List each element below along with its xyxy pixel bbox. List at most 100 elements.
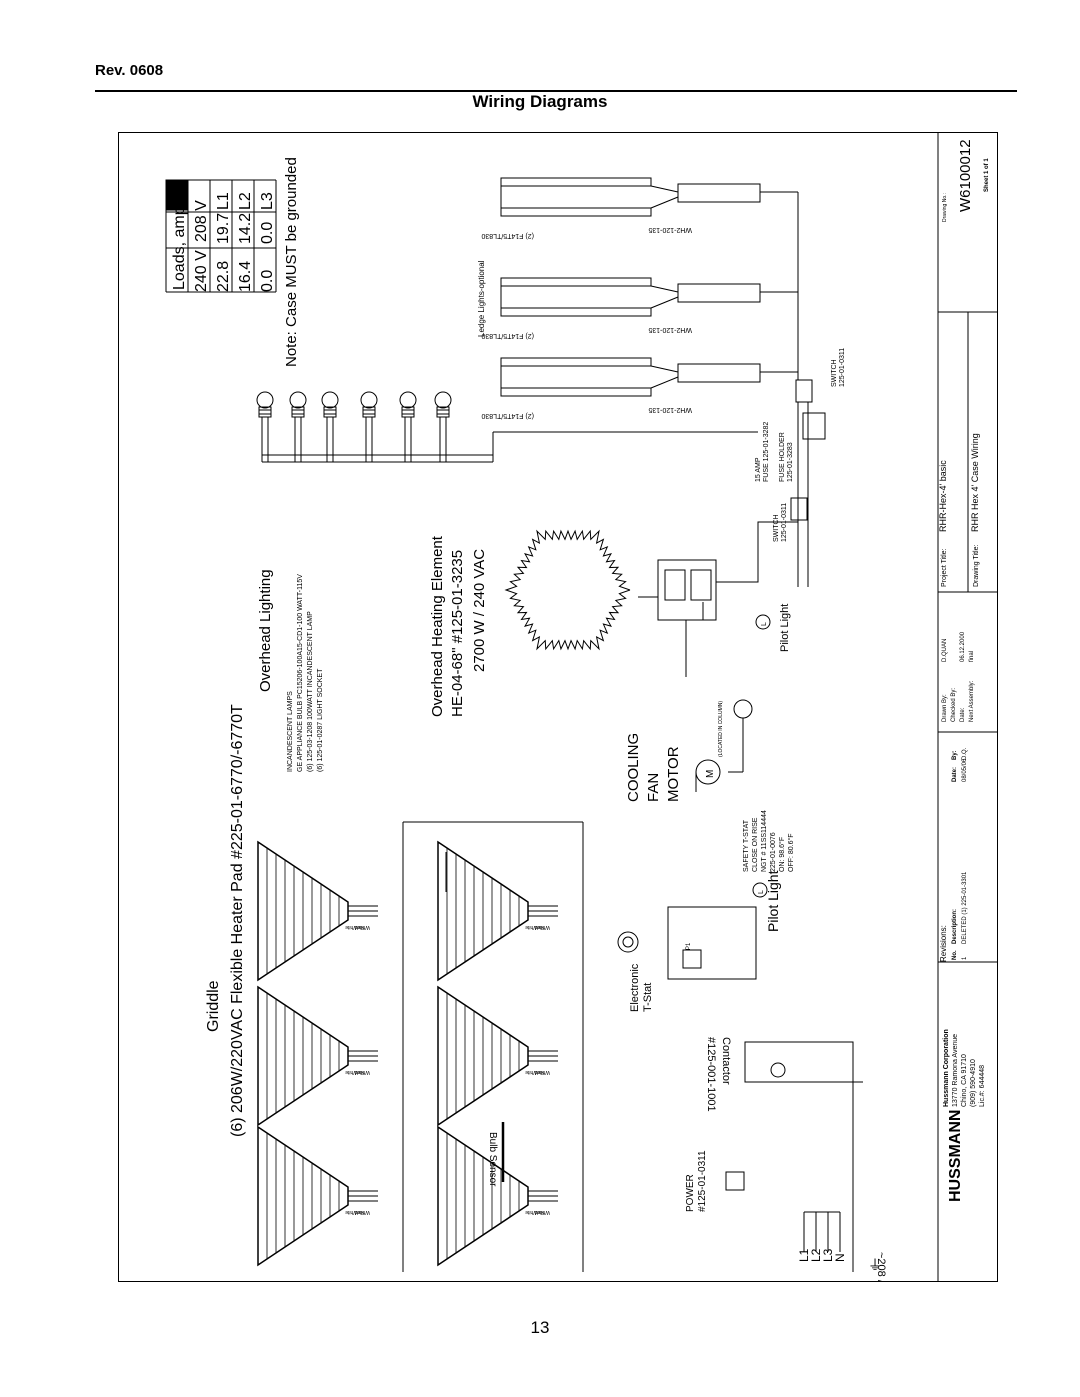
overhead-lighting-note: INCANDESCENT LAMPS — [287, 691, 294, 772]
light-bulb — [321, 391, 339, 462]
light-bulb — [399, 391, 417, 462]
cooling-fan-note: (LOCATED IN COLUMN) — [718, 701, 724, 757]
wire-color-label: White — [357, 924, 370, 930]
loads-row-label: L2 — [237, 192, 254, 210]
power-label: POWER — [685, 1174, 696, 1212]
wire-color-label: Red — [355, 924, 364, 930]
company-address: 13770 Ramona Avenue — [952, 1034, 959, 1107]
tstat-relay — [682, 949, 702, 969]
safety-stat-label: ON: 98.6°F — [778, 837, 786, 872]
page-number: 13 — [530, 1318, 550, 1337]
pilot-light-symbol — [755, 614, 771, 630]
light-bulb — [434, 391, 452, 462]
loads-value-240: 0.0 — [259, 270, 276, 292]
ground-note: Note: Case MUST be grounded — [283, 157, 300, 367]
tstat-label: Electronic — [629, 963, 641, 1012]
revision-column: Date: — [952, 767, 958, 782]
wire-color-label: Red — [355, 1069, 364, 1075]
loads-col-208: 208 V — [193, 200, 210, 242]
wire-color-label: White — [345, 1069, 358, 1075]
safety-stat-label: CLOSE ON RISE — [752, 817, 759, 872]
company-address: Chino, CA 91710 — [961, 1054, 968, 1107]
safety-stat-label: OFF: 80.6°F — [787, 833, 795, 872]
drawing-number-label: Drawing No.: — [942, 193, 948, 222]
cooling-fan-label: COOLING — [625, 733, 642, 802]
safety-stat-label: 225-01-0076 — [770, 832, 777, 872]
safety-stat-label: SAFETY T-STAT — [743, 819, 750, 872]
revision-entry: 1 — [962, 956, 968, 960]
light-bulb — [360, 391, 378, 462]
loads-header-block — [165, 179, 189, 211]
bulb-sensor-label: Bulb Sensor — [487, 1132, 498, 1187]
drawn-label: Drawn By: — [942, 694, 948, 722]
tstat-knob-center — [622, 936, 634, 948]
light-bulb — [289, 391, 307, 462]
revision-entry: 08/05/06 — [962, 758, 968, 782]
project-title: RHR-Hex-4' basic — [938, 460, 948, 532]
drawn-label: Date: — [960, 707, 966, 722]
wire-color-label: Red — [535, 1069, 544, 1075]
drawn-label: Checked By: — [951, 688, 957, 722]
overhead-lighting-note: GE APPLIANCE BULB PC15206-100A15-CD1-100… — [297, 574, 304, 772]
supply-line-label: L2 — [809, 1248, 823, 1262]
company-address: Hussmann Corporation — [943, 1029, 950, 1107]
drawn-value: final — [969, 651, 975, 662]
contactor-box — [744, 1041, 854, 1083]
ledge-light-fixture — [500, 177, 798, 217]
revisions-heading: Revisions: — [939, 925, 948, 962]
switch-symbol — [790, 497, 808, 521]
ground-symbol: ⏚ — [868, 1257, 882, 1273]
ledge-lights-title: Ledge Lights-optional — [477, 260, 486, 337]
wire-color-label: White — [345, 924, 358, 930]
heating-element-rating: 2700 W / 240 VAC — [471, 549, 488, 672]
drawn-value: D.QUAN — [942, 639, 948, 662]
ballast-label: WH2-120-135 — [648, 406, 692, 413]
loads-value-208: 0.0 — [259, 222, 276, 244]
wire-color-label: White — [525, 1209, 538, 1215]
wire-color-label: White — [357, 1069, 370, 1075]
contactor-part: #125-001-1001 — [705, 1037, 717, 1112]
drawn-value: 06.12.2000 — [960, 631, 966, 662]
loads-row-label: L3 — [259, 192, 276, 210]
loads-col-240: 240 V — [193, 250, 210, 292]
griddle-heater-pad — [257, 1125, 378, 1267]
griddle-title: Griddle — [205, 980, 222, 1032]
griddle-heater-pad — [437, 985, 558, 1127]
wire-color-label: White — [537, 924, 550, 930]
company-address: (909) 590-4910 — [970, 1059, 977, 1107]
overhead-lighting-title: Overhead Lighting — [257, 569, 274, 692]
loads-value-208: 19.7 — [215, 213, 232, 244]
heating-element-title: Overhead Heating Element — [429, 535, 446, 717]
power-switch-symbol — [725, 1171, 745, 1191]
tstat-p1: P1 — [686, 942, 692, 950]
wire — [716, 521, 798, 583]
griddle-heater-pad — [257, 985, 378, 1127]
lamp-label: (2) F14T5/TL830 — [481, 232, 534, 239]
heating-element-part: HE-04-68" #125-01-3235 — [449, 550, 466, 717]
fuse-holder-symbol — [802, 412, 826, 440]
overhead-lighting-note: (6) 125-01-0287 LIGHT SOCKET — [317, 668, 324, 772]
pilot-light-letter: L — [758, 890, 765, 894]
fuse-label: FUSE HOLDER — [779, 432, 786, 482]
supply-line-label: L1 — [797, 1248, 811, 1262]
page-title: Wiring Diagrams — [472, 92, 608, 111]
drawing-number: W6100012 — [957, 139, 974, 212]
fuse-label: 15 AMP — [755, 457, 762, 482]
drawing-title: RHR Hex 4' Case Wiring — [970, 433, 980, 532]
switch-part: 125-01-0311 — [781, 503, 788, 542]
light-bulb — [256, 391, 274, 462]
tstat-knob-symbol — [617, 931, 639, 953]
company-address: Lic.#: 644448 — [979, 1065, 986, 1107]
drawing-title-label: Drawing Title: — [973, 545, 980, 587]
wire-color-label: White — [357, 1209, 370, 1215]
pilot-light-label: Pilot Light — [779, 604, 791, 652]
griddle-heater-pad — [437, 1125, 558, 1267]
safety-stat-label: NGT # 11SS114444 — [761, 810, 768, 872]
wire-color-label: White — [537, 1069, 550, 1075]
revision-column: By: — [952, 750, 958, 760]
safety-tstat-symbol — [733, 699, 753, 719]
revision-column: No. — [952, 950, 958, 960]
hussmann-logo: HUSSMANN — [947, 1110, 964, 1202]
